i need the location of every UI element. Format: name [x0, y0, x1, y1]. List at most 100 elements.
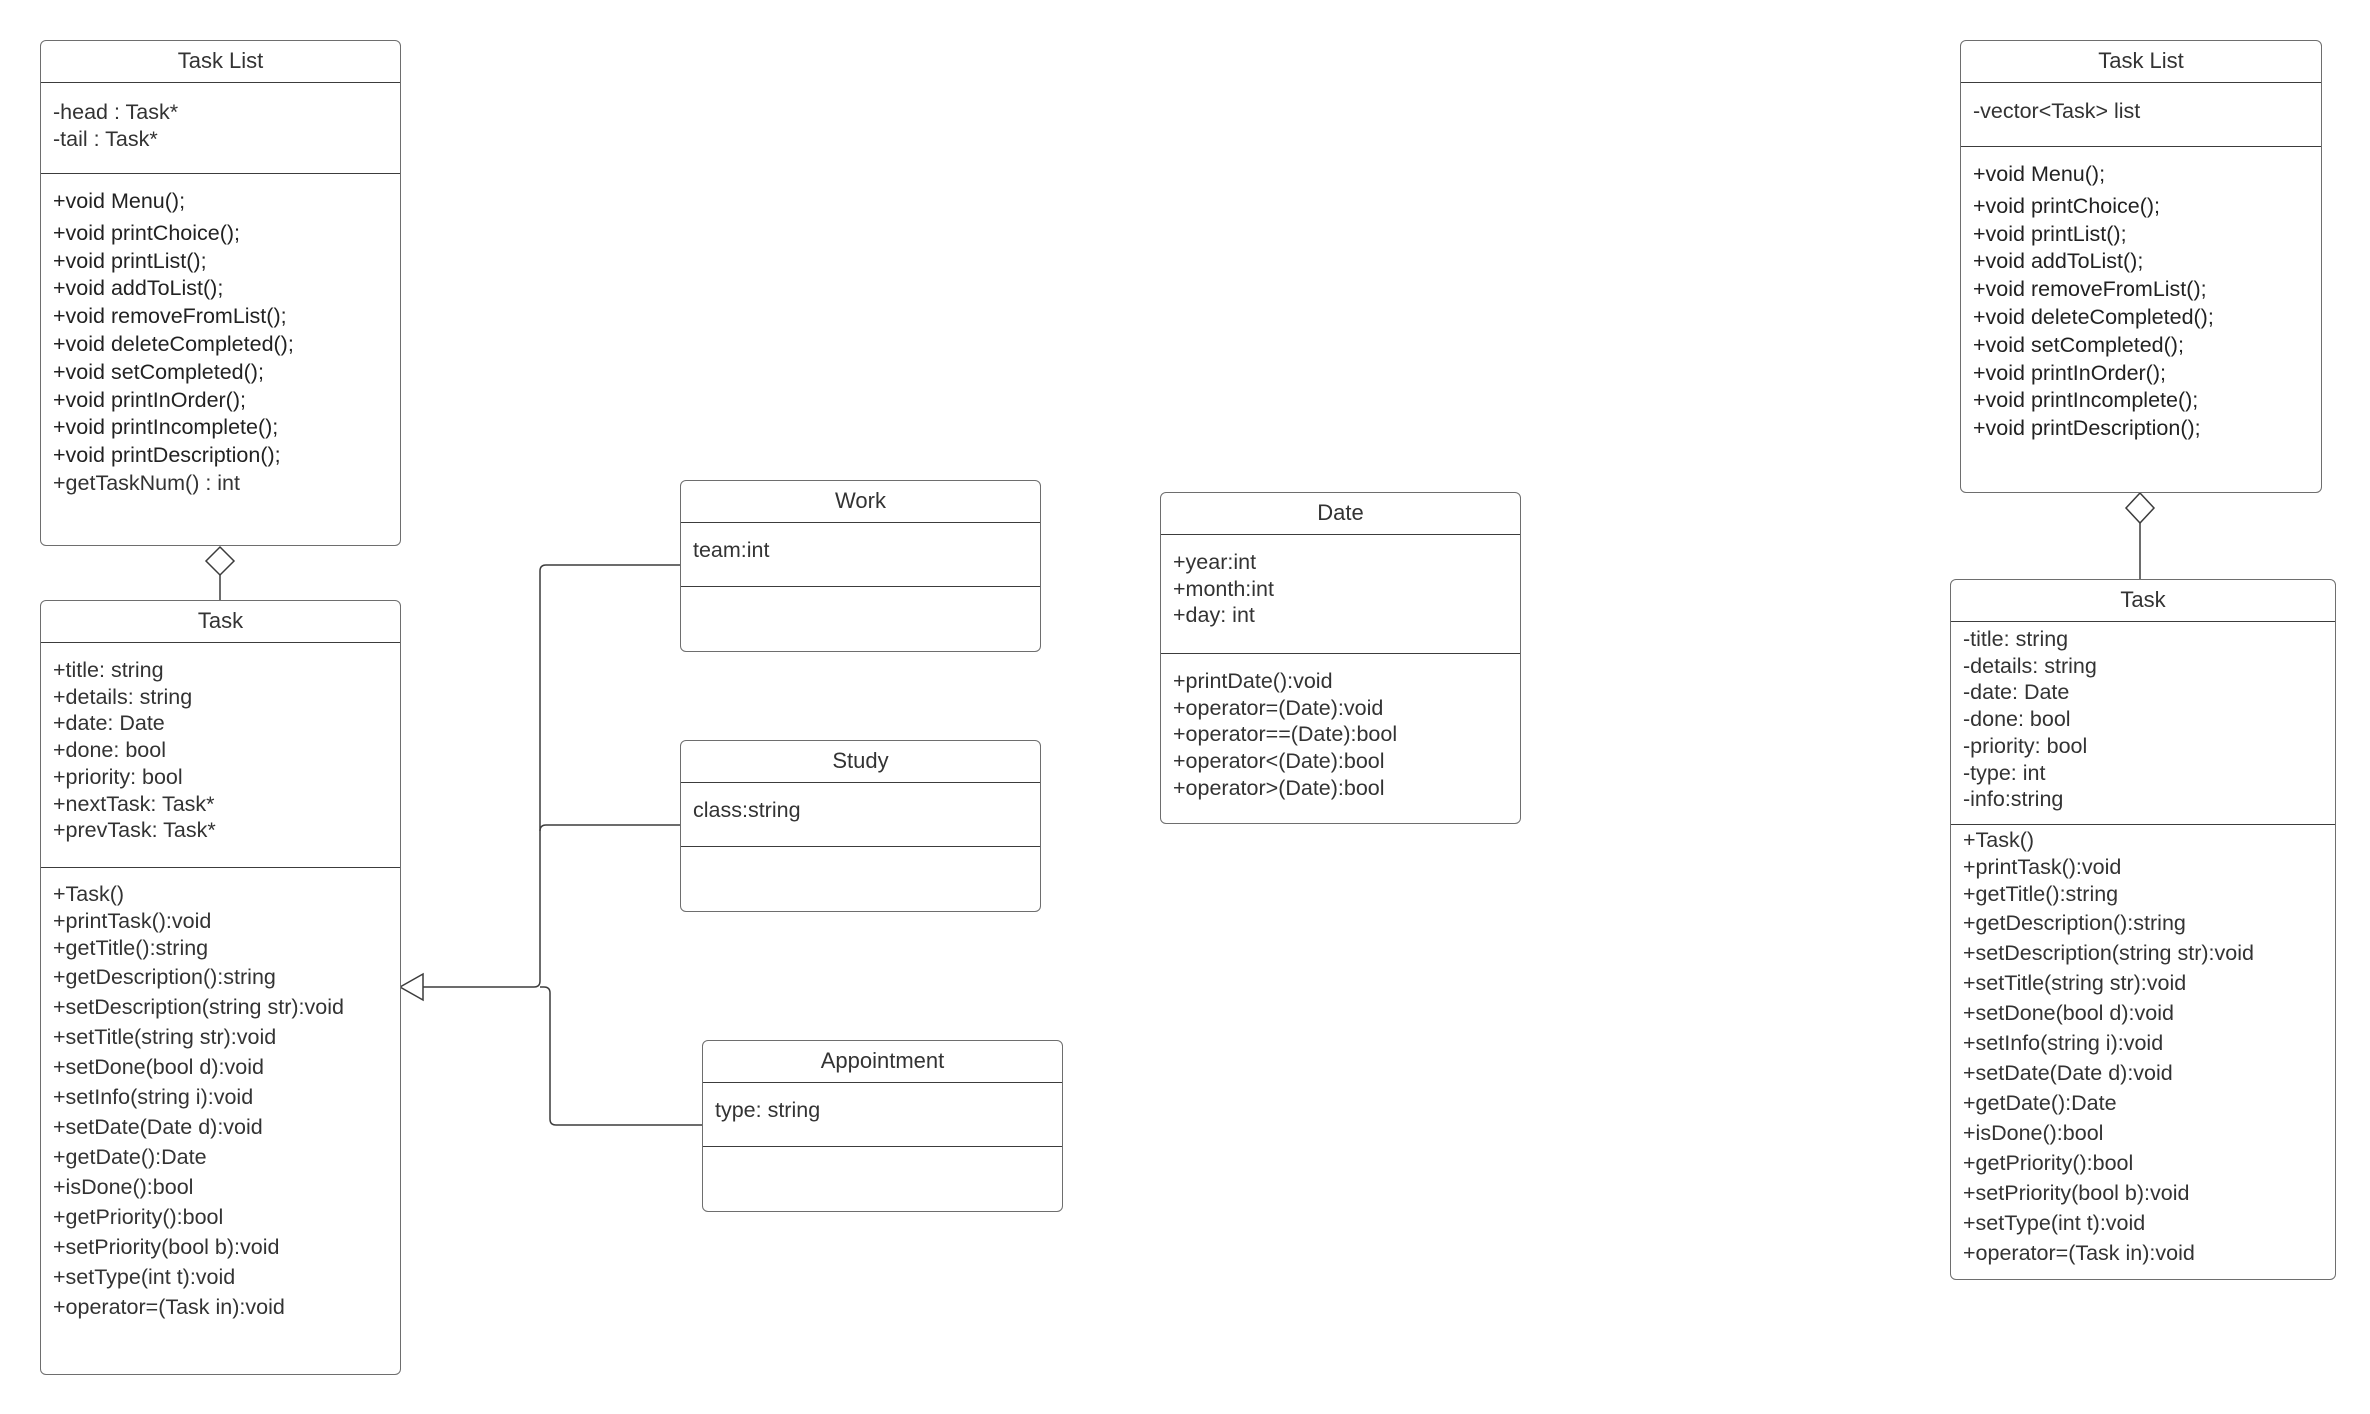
method: +operator=(Task in):void	[1963, 1241, 2195, 1265]
method: +printDate():void	[1173, 669, 1333, 693]
attribute: -vector<Task> list	[1973, 99, 2141, 123]
method: +void addToList();	[53, 276, 224, 301]
class-name: Task	[1951, 580, 2335, 622]
attribute: -head : Task*	[53, 100, 179, 124]
attribute: +nextTask: Task*	[53, 791, 215, 816]
method: +getTitle():string	[53, 936, 209, 960]
attribute: +done: bool	[53, 738, 166, 763]
attributes-section: +year:int +month:int +day: int	[1161, 535, 1520, 654]
methods-section: +printDate():void +operator=(Date):void …	[1161, 654, 1520, 802]
method: +void setCompleted();	[1973, 332, 2184, 357]
attributes-section: +title: string +details: string +date: D…	[41, 643, 400, 868]
method: +setDate(Date d):void	[53, 1115, 263, 1139]
method: +operator==(Date):bool	[1173, 722, 1398, 747]
method: +setDescription(string str):void	[53, 995, 344, 1019]
method: +isDone():bool	[1963, 1121, 2104, 1145]
method: +setType(int t):void	[1963, 1211, 2146, 1235]
method: +operator=(Task in):void	[53, 1295, 285, 1319]
method: +void deleteCompleted();	[1973, 304, 2214, 329]
method: +void printInOrder();	[1973, 360, 2166, 385]
method: +getDescription():string	[53, 965, 276, 989]
method: +void setCompleted();	[53, 359, 264, 384]
method: +printTask():void	[1963, 855, 2122, 879]
aggregation-diamond-icon	[2124, 491, 2156, 525]
class-box-tasklist-left[interactable]: Task List -head : Task* -tail : Task* +v…	[40, 40, 401, 546]
attribute: -title: string	[1963, 627, 2069, 651]
method: +isDone():bool	[53, 1175, 194, 1199]
method: +void printInOrder();	[53, 387, 246, 412]
method: +void printDescription();	[1973, 416, 2201, 441]
method: +setDescription(string str):void	[1963, 941, 2254, 965]
method: +setPriority(bool b):void	[53, 1235, 280, 1259]
methods-section: +Task() +printTask():void +getTitle():st…	[41, 868, 400, 1322]
methods-section: +Task() +printTask():void +getTitle():st…	[1951, 825, 2335, 1268]
aggregation-left	[204, 545, 236, 600]
method: +operator=(Date):void	[1173, 695, 1384, 720]
aggregation-right	[2124, 491, 2156, 579]
method: +getDescription():string	[1963, 911, 2186, 935]
attribute: +day: int	[1173, 603, 1255, 628]
attribute: class:string	[693, 798, 801, 822]
method: +void printList();	[53, 248, 207, 273]
attribute: +date: Date	[53, 711, 165, 736]
attribute: +month:int	[1173, 576, 1274, 601]
class-name: Task List	[1961, 41, 2321, 83]
attribute: -date: Date	[1963, 680, 2070, 705]
method: +printTask():void	[53, 909, 212, 933]
attribute: -type: int	[1963, 760, 2046, 785]
method: +void printIncomplete();	[53, 415, 279, 440]
class-box-task-left[interactable]: Task +title: string +details: string +da…	[40, 600, 401, 1375]
attribute: +year:int	[1173, 550, 1257, 574]
attribute: +priority: bool	[53, 764, 183, 789]
attribute: -priority: bool	[1963, 733, 2088, 758]
aggregation-diamond-icon	[204, 545, 236, 577]
attribute: type: string	[715, 1098, 821, 1122]
method: +setDone(bool d):void	[53, 1055, 264, 1079]
class-name: Appointment	[703, 1041, 1062, 1083]
method: +void printIncomplete();	[1973, 388, 2199, 413]
class-box-tasklist-right[interactable]: Task List -vector<Task> list +void Menu(…	[1960, 40, 2322, 493]
method: +setTitle(string str):void	[53, 1025, 277, 1049]
attribute: -details: string	[1963, 653, 2097, 678]
method: +void deleteCompleted();	[53, 331, 294, 356]
method: +setType(int t):void	[53, 1265, 236, 1289]
attribute: -info:string	[1963, 787, 2064, 812]
method: +void addToList();	[1973, 249, 2144, 274]
attributes-section: type: string	[703, 1083, 1062, 1147]
method: +getPriority():bool	[53, 1205, 224, 1229]
generalization-arrowhead-icon	[398, 972, 424, 1002]
methods-section: +void Menu(); +void printChoice(); +void…	[1961, 147, 2321, 443]
attribute: team:int	[693, 538, 770, 562]
method: +getDate():Date	[1963, 1091, 2117, 1115]
attributes-section: -head : Task* -tail : Task*	[41, 83, 400, 174]
class-box-date[interactable]: Date +year:int +month:int +day: int +pri…	[1160, 492, 1521, 824]
method: +setTitle(string str):void	[1963, 971, 2187, 995]
method: +setDone(bool d):void	[1963, 1001, 2174, 1025]
method: +void Menu();	[1973, 162, 2106, 186]
attributes-section: -title: string -details: string -date: D…	[1951, 622, 2335, 825]
method: +setInfo(string i):void	[53, 1085, 254, 1109]
method: +void removeFromList();	[53, 304, 287, 329]
generalization-connectors	[398, 564, 702, 1126]
methods-section: +void Menu(); +void printChoice(); +void…	[41, 174, 400, 498]
method: +operator<(Date):bool	[1173, 749, 1385, 774]
class-box-study[interactable]: Study class:string	[680, 740, 1041, 912]
method: +void printChoice();	[53, 220, 241, 245]
class-name: Task List	[41, 41, 400, 83]
attribute: -tail : Task*	[53, 127, 158, 151]
method: +void printChoice();	[1973, 193, 2161, 218]
attribute: +title: string	[53, 658, 164, 682]
method: +void removeFromList();	[1973, 277, 2207, 302]
method: +getTitle():string	[1963, 882, 2119, 906]
class-box-task-right[interactable]: Task -title: string -details: string -da…	[1950, 579, 2336, 1280]
class-box-work[interactable]: Work team:int	[680, 480, 1041, 652]
method: +getDate():Date	[53, 1145, 207, 1169]
class-box-appointment[interactable]: Appointment type: string	[702, 1040, 1063, 1212]
method: +getPriority():bool	[1963, 1151, 2134, 1175]
method: +Task()	[1963, 828, 2035, 852]
method: +Task()	[53, 882, 125, 906]
method: +operator>(Date):bool	[1173, 775, 1385, 800]
method: +void Menu();	[53, 189, 186, 213]
attributes-section: team:int	[681, 523, 1040, 587]
attribute: -done: bool	[1963, 707, 2071, 732]
